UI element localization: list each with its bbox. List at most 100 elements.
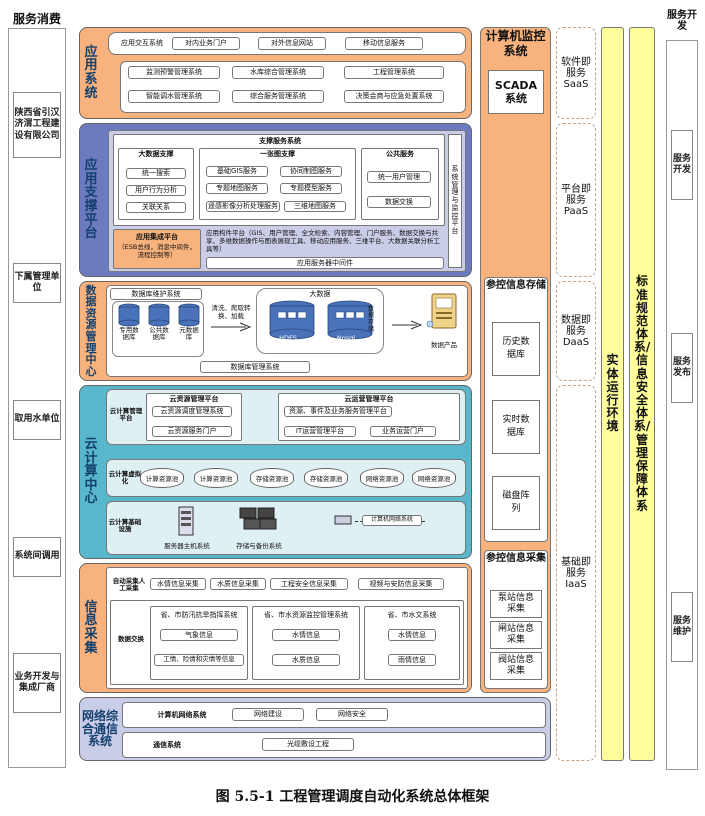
storage-arrow-icon (392, 320, 423, 330)
cloud-infra-label: 云计算基础设施 (108, 517, 142, 533)
gis-thematic-model: 专题模型服务 (280, 183, 342, 194)
etl-label: 清洗、爬取转换、加载 (211, 304, 251, 320)
bigdata-relations: 关联关系 (126, 202, 186, 213)
system-dispatch: 智能调水管理系统 (128, 90, 220, 103)
net-security: 网络安全 (316, 708, 388, 721)
left-column-header: 服务消费 (12, 12, 61, 26)
cloud-res-title: 云资源管理平台 (169, 394, 219, 403)
portal-mobile: 移动信息服务 (345, 37, 423, 50)
storage-realtime-db: 实时数据库 (492, 400, 540, 454)
network-label: 计算机网络系统 (362, 515, 422, 526)
paas-label: 平台即服务PaaS (561, 183, 591, 217)
gis-remote-sensing: 遥感影像分析处理服务 (206, 201, 280, 212)
exchange-quality-info: 水质信息 (272, 654, 340, 666)
data-center-label: 数据资源管理中心 (85, 283, 97, 378)
system-mgmt-monitor-label: 系统管理与监控平台 (448, 134, 462, 268)
collect-water-regime: 水情信息采集 (150, 578, 206, 590)
storage-icon (239, 507, 277, 530)
data-product-icon (426, 293, 457, 329)
nosql-label: Nosql (336, 334, 356, 342)
net-build: 网络建设 (232, 708, 304, 721)
exchange-group-1-title: 省、市防汛抗旱指挥系统 (160, 610, 238, 619)
public-exchange: 数据交换 (367, 196, 431, 208)
cloud-mgmt-label: 云计算管理平台 (109, 406, 143, 422)
system-engineering: 工程管理系统 (344, 66, 444, 79)
cloud-ops-portal: 业务运营门户 (370, 426, 436, 437)
net-system-label: 计算机网络系统 (157, 710, 207, 719)
db-cylinders (118, 303, 200, 327)
daas-box (556, 281, 596, 381)
hdfs-nosql-icon (269, 300, 373, 340)
interaction-label: 应用交互系统 (121, 39, 163, 48)
consumer-subunits: 下属管理单位 (13, 263, 61, 303)
storage-group (484, 277, 548, 542)
scada-box: SCADA系统 (488, 70, 544, 114)
db-meta: 元数据库 (179, 326, 199, 342)
app-system-label: 应用系统 (84, 44, 98, 101)
pool-compute-2: 计算资源池 (194, 468, 238, 488)
comm-system-label: 通信系统 (153, 740, 181, 749)
integration-text: （ESB总线，消息中间件，流程控制等） (118, 243, 196, 259)
data-product-label: 数据产品 (431, 341, 457, 349)
db-special: 专用数据库 (119, 326, 139, 342)
gis-title: 一张图支撑 (260, 150, 295, 159)
exchange-disaster: 工情、险情和灾情等信息 (154, 654, 244, 666)
app-support-label: 应用支撑平台 (84, 158, 98, 242)
runtime-label: 实体运行环境 (606, 353, 619, 434)
cloud-label: 云计算中心 (84, 436, 98, 507)
consumer-water-users: 取用水单位 (13, 400, 61, 440)
bigdata-behavior: 用户行为分析 (126, 185, 186, 196)
system-service: 综合服务管理系统 (232, 90, 324, 103)
portal-internal: 对内业务门户 (172, 37, 240, 50)
exchange-water-info: 水情信息 (272, 629, 340, 641)
right-column-header: 服务开发 (667, 10, 697, 32)
gis-collab: 协同制图服务 (280, 166, 342, 177)
data-storage-label: 数据存储 (367, 305, 374, 333)
iaas-label: 基础即服务IaaS (561, 556, 591, 590)
server-icon (178, 506, 194, 536)
pool-storage-2: 存储资源池 (304, 468, 348, 488)
exchange-weather: 气象信息 (160, 629, 238, 641)
storage-title: 参控信息存储 (486, 280, 546, 291)
gis-base: 基础GIS服务 (206, 166, 268, 177)
pool-storage-1: 存储资源池 (250, 468, 294, 488)
comm-fiber: 光缆敷设工程 (262, 738, 354, 751)
cloud-infra-box (106, 501, 466, 555)
saas-label: 软件即服务SaaS (561, 56, 591, 90)
exchange-group-2 (252, 606, 360, 680)
standards-bar (629, 27, 655, 761)
etl-arrow-icon (211, 322, 252, 332)
exchange-group-1 (150, 606, 248, 680)
hdfs-label: HDFS (279, 334, 297, 342)
acq-pump: 泵站信息采集 (490, 590, 542, 618)
acq-group (484, 550, 548, 689)
auto-collect-label: 自动采集人工采集 (112, 576, 146, 592)
consumer-company: 陕西省引汉济渭工程建设有限公司 (13, 92, 61, 158)
db-cyl-bottom-1 (118, 319, 140, 327)
integration-box (113, 229, 201, 269)
exchange-hydro-info: 水情信息 (388, 629, 436, 641)
exchange-group-3-title: 省、市水文系统 (387, 610, 437, 619)
gis-thematic-map: 专题地图服务 (206, 183, 268, 194)
cloud-ops-it: IT运营管理平台 (284, 426, 356, 437)
consumer-vendors: 业务开发与集成厂商 (13, 653, 61, 713)
system-monitoring: 监测预警管理系统 (128, 66, 220, 79)
exchange-label: 数据交换 (118, 635, 144, 644)
component-platform-text: 应用构件平台（GIS、用户管理、全文检索、内容管理、门户服务、数据交换与共享、多… (206, 229, 440, 254)
collect-engineering: 工程安全信息采集 (270, 578, 348, 590)
cloud-res-portal: 云资源服务门户 (152, 426, 232, 437)
db-public: 公共数据库 (149, 326, 169, 342)
storage-history-db: 历史数据库 (492, 322, 540, 376)
runtime-bar (601, 27, 624, 761)
dev-service-maintain: 服务维护 (671, 592, 693, 662)
dev-service-publish: 服务发布 (671, 333, 693, 403)
bigdata-store-box (256, 288, 384, 354)
public-box (361, 148, 439, 220)
db-cyl-bottom-2 (148, 319, 170, 327)
dev-service-dev: 服务开发 (671, 130, 693, 200)
pool-compute-1: 计算资源池 (140, 468, 184, 488)
exchange-group-2-title: 省、市水资源监控管理系统 (264, 610, 348, 619)
gis-3d: 三维地图服务 (284, 201, 346, 212)
dbms-label: 数据库管理系统 (200, 361, 310, 373)
acq-title: 参控信息采集 (486, 553, 546, 564)
